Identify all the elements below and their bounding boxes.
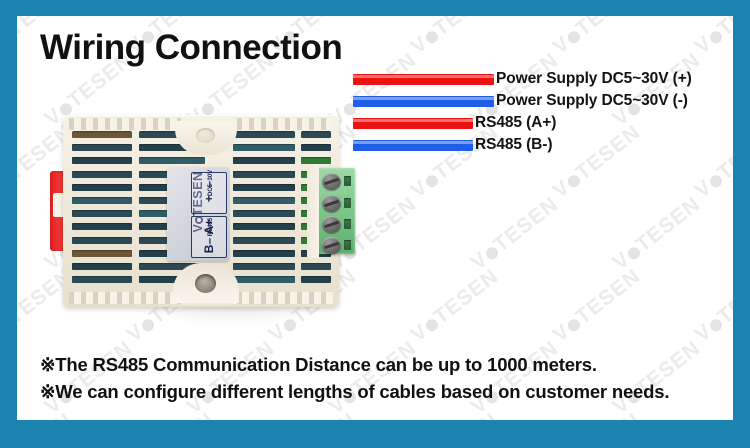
terminal-screw	[322, 195, 341, 212]
vent-column-right-inner	[233, 131, 295, 291]
vent-slot	[72, 263, 132, 270]
vent-slot	[233, 249, 295, 257]
vent-slot	[72, 223, 132, 231]
vent-slot	[72, 236, 132, 244]
wire-core	[353, 118, 473, 129]
terminal-wire-hole	[344, 198, 351, 208]
content-panel: VTESENVTESENVTESENVTESENVTESENVTESENVTES…	[17, 16, 733, 420]
wire-label: RS485 (A+)	[475, 114, 557, 131]
terminal-wire-hole	[344, 176, 351, 186]
terminal-screw	[322, 237, 341, 254]
note-line: ※The RS485 Communication Distance can be…	[40, 354, 597, 375]
vent-slot	[233, 210, 295, 218]
wire-highlight	[353, 141, 473, 144]
vent-slot	[72, 144, 132, 152]
clip-notch	[53, 193, 65, 217]
vent-slot	[72, 131, 132, 138]
terminal-screw	[322, 173, 341, 190]
vent-slot	[233, 131, 295, 138]
vent-slot	[72, 157, 132, 165]
vent-slot	[233, 183, 295, 191]
vent-slot	[72, 183, 132, 191]
vent-slot	[301, 263, 331, 270]
sensor-module-housing: VTESEN + – DC5~30V B– A+ RS485	[63, 115, 339, 307]
power-plus-symbol: +	[202, 195, 216, 203]
vent-slot	[233, 223, 295, 231]
vent-slot	[233, 157, 295, 165]
wire-red	[353, 118, 473, 129]
vent-slot	[233, 236, 295, 244]
vent-slot	[139, 157, 205, 165]
vent-slot	[233, 170, 295, 178]
vent-slot	[301, 276, 331, 284]
vent-slot	[72, 276, 132, 284]
wire-label: Power Supply DC5~30V (-)	[496, 92, 688, 109]
device-illustration: VTESEN + – DC5~30V B– A+ RS485	[17, 16, 733, 420]
wire-label: Power Supply DC5~30V (+)	[496, 70, 692, 87]
vent-slot	[72, 249, 132, 257]
vent-slot	[139, 131, 205, 138]
comm-terminal-legend-box: B– A+ RS485	[191, 216, 227, 258]
terminal-wire-hole	[344, 240, 351, 250]
vent-slot	[72, 210, 132, 218]
screw-terminal-block	[307, 164, 355, 258]
vent-column-left	[72, 131, 132, 291]
notes-block: ※The RS485 Communication Distance can be…	[40, 351, 720, 405]
power-voltage-text: DC5~30V	[208, 169, 214, 196]
vent-slot	[301, 131, 331, 138]
comm-protocol-text: RS485	[208, 217, 214, 237]
vent-slot	[72, 170, 132, 178]
power-terminal-legend-box: + – DC5~30V	[191, 169, 227, 214]
wire-highlight	[353, 75, 494, 78]
bottom-mount-hole	[195, 274, 216, 293]
vent-slot	[301, 144, 331, 152]
vent-slot	[233, 197, 295, 204]
wire-highlight	[353, 97, 494, 100]
wire-core	[353, 140, 473, 151]
vent-slot	[139, 276, 205, 284]
wire-core	[353, 96, 494, 107]
top-mount-hole	[196, 128, 215, 143]
wire-blue	[353, 96, 494, 107]
terminal-screw	[322, 216, 341, 233]
wire-highlight	[353, 119, 473, 122]
note-line: ※We can configure different lengths of c…	[40, 381, 670, 402]
vent-slot	[72, 197, 132, 204]
terminal-block-shoulder	[307, 164, 319, 258]
product-label-plate: VTESEN + – DC5~30V B– A+ RS485	[167, 167, 229, 261]
wire-red	[353, 74, 494, 85]
vent-slot	[139, 144, 205, 152]
vent-slot	[301, 157, 331, 165]
vent-slot	[139, 263, 205, 270]
terminal-wire-hole	[344, 219, 351, 229]
page-title: Wiring Connection	[40, 28, 343, 67]
wire-blue	[353, 140, 473, 151]
vent-slot	[233, 276, 295, 284]
vent-slot	[233, 263, 295, 270]
wire-label: RS485 (B-)	[475, 136, 553, 153]
vent-slot	[233, 144, 295, 152]
comm-b-symbol: B–	[202, 237, 216, 254]
wire-core	[353, 74, 494, 85]
